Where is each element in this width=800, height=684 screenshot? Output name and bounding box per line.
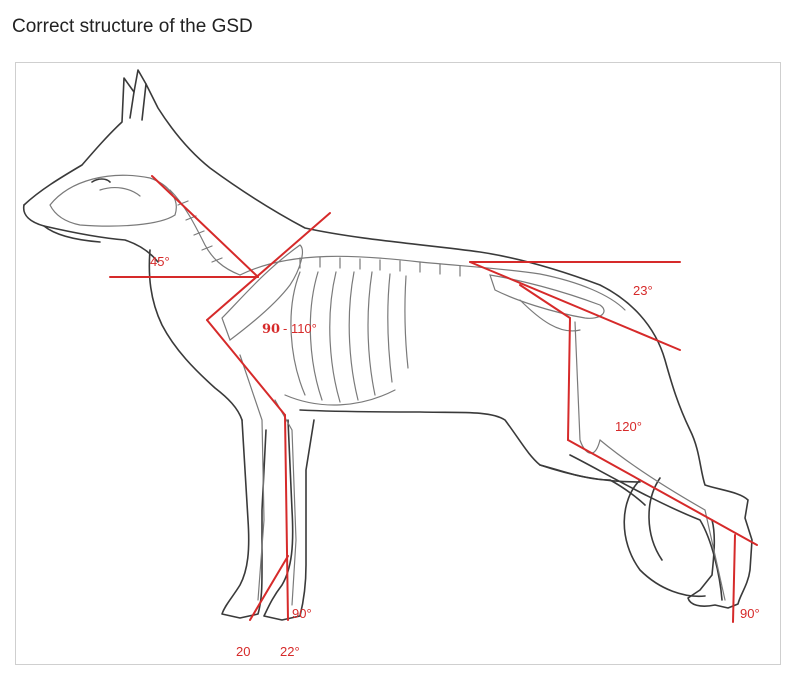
upper-arm-angle-rest: - 110° — [283, 321, 317, 336]
upper-arm-angle-bold: 90 — [262, 322, 280, 337]
shoulder-angle-label: 45° — [150, 254, 170, 269]
front-pastern-line — [249, 555, 289, 621]
skeleton-sketch — [49, 174, 726, 606]
page-title: Correct structure of the GSD — [12, 16, 253, 37]
neck-line — [151, 175, 259, 278]
forearm-line — [284, 414, 289, 621]
diagram-frame — [15, 62, 781, 665]
croup-angle-label: 23° — [633, 283, 653, 298]
front-pastern-22-label: 22° — [280, 644, 300, 659]
stifle-angle-label: 120° — [615, 419, 642, 434]
rear-foot-line — [732, 534, 736, 623]
angle-lines — [109, 175, 758, 623]
dog-outline — [22, 69, 753, 621]
scapula-line — [206, 212, 331, 321]
upper-arm-line — [206, 319, 286, 416]
croup-line — [469, 261, 681, 351]
front-pastern-90-label: 90° — [292, 606, 312, 621]
front-pastern-20-label: 20 — [236, 644, 250, 659]
rear-foot-angle-label: 90° — [740, 606, 760, 621]
femur-line — [519, 284, 571, 319]
tibia-line — [567, 439, 758, 546]
thigh-line — [567, 317, 571, 441]
angle-labels: 45° 90 - 110° 23° 120° 90° 20 22° 90° — [150, 254, 760, 659]
